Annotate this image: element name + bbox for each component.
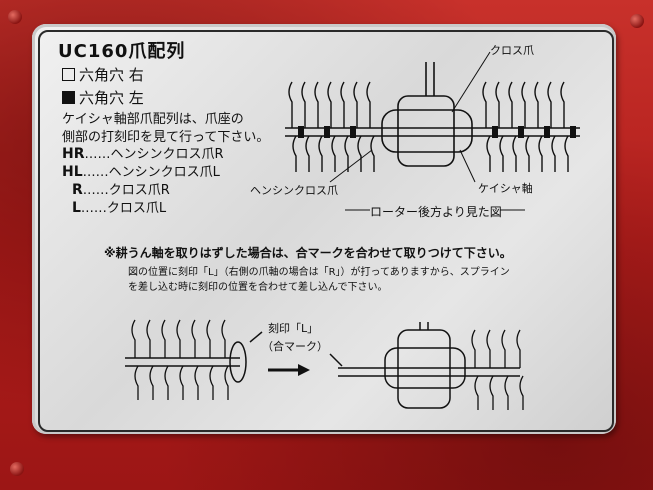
tine (191, 319, 196, 358)
tine (209, 365, 214, 400)
tine (366, 81, 371, 128)
tine (525, 135, 530, 172)
note-sub-2: を差し込む時に刻印の位置を合わせて差し込んで下さい。 (128, 282, 388, 293)
tine (474, 375, 479, 410)
tine (314, 81, 319, 128)
tine (499, 135, 504, 172)
claw-seat (324, 126, 330, 138)
tine (516, 329, 521, 368)
tine (344, 135, 349, 172)
claw-seat (518, 126, 524, 138)
label-stamp-l: 刻印「L」 (268, 322, 319, 335)
tine (224, 365, 229, 400)
tine (357, 135, 362, 172)
tine (521, 81, 526, 128)
open-square-icon (62, 68, 75, 81)
tine (179, 365, 184, 400)
tine (538, 135, 543, 172)
tine (292, 135, 297, 172)
code-row: HL……ヘンシンクロス爪L (62, 164, 220, 180)
tine (146, 319, 151, 358)
plate-border (38, 30, 614, 432)
tine (564, 135, 569, 172)
tine (176, 319, 181, 358)
legend-hex-right: 六角穴 右 (62, 64, 144, 85)
tine (164, 365, 169, 400)
tine (194, 365, 199, 400)
tine (508, 81, 513, 128)
label-cross-claw: クロス爪 (490, 44, 534, 57)
tine (161, 319, 166, 358)
instruction-line-1: ケイシャ軸部爪配列は、爪座の (62, 112, 244, 127)
tine (305, 135, 310, 172)
tine (519, 375, 524, 410)
claw-seat (492, 126, 498, 138)
tine (370, 135, 375, 172)
tine (482, 81, 487, 128)
tine (551, 135, 556, 172)
rivet (8, 10, 22, 24)
rivet (10, 462, 24, 476)
code-row: R……クロス爪R (72, 182, 170, 198)
tine (221, 319, 226, 358)
tine (534, 81, 539, 128)
tine (149, 365, 154, 400)
tine (547, 81, 552, 128)
diagram-caption: ローター後方より見た図 (370, 205, 502, 219)
rivet (630, 14, 644, 28)
tine (318, 135, 323, 172)
tine (131, 319, 136, 358)
tine (486, 135, 491, 172)
tine (134, 365, 139, 400)
filled-square-icon (62, 91, 75, 104)
tine (560, 81, 565, 128)
tine (486, 329, 491, 368)
code-row: HR……ヘンシンクロス爪R (62, 146, 224, 162)
note-main: ※耕うん軸を取りはずした場合は、合マークを合わせて取りつけて下さい。 (104, 246, 512, 260)
tine (489, 375, 494, 410)
label-match-mark: （合マーク） (262, 340, 328, 353)
note-sub-1: 図の位置に刻印「L」（右側の爪軸の場合は「R」）が打ってありますから、スプライン (128, 267, 510, 278)
tine (301, 81, 306, 128)
tine (495, 81, 500, 128)
tine (327, 81, 332, 128)
claw-seat (298, 126, 304, 138)
tine (471, 329, 476, 368)
tine (512, 135, 517, 172)
tine (288, 81, 293, 128)
code-row: L……クロス爪L (72, 200, 167, 216)
claw-seat (350, 126, 356, 138)
tine (504, 375, 509, 410)
claw-seat (570, 126, 576, 138)
tine (501, 329, 506, 368)
tine (353, 81, 358, 128)
plate-title: UC160爪配列 (58, 41, 186, 62)
label-henshin-cross: ヘンシンクロス爪 (250, 184, 338, 197)
instruction-line-2: 側部の打刻印を見て行って下さい。 (62, 130, 270, 145)
tine (331, 135, 336, 172)
legend-hex-left: 六角穴 左 (62, 87, 144, 108)
claw-seat (544, 126, 550, 138)
tine (340, 81, 345, 128)
label-keisha-shaft: ケイシャ軸 (478, 182, 533, 195)
tine (206, 319, 211, 358)
